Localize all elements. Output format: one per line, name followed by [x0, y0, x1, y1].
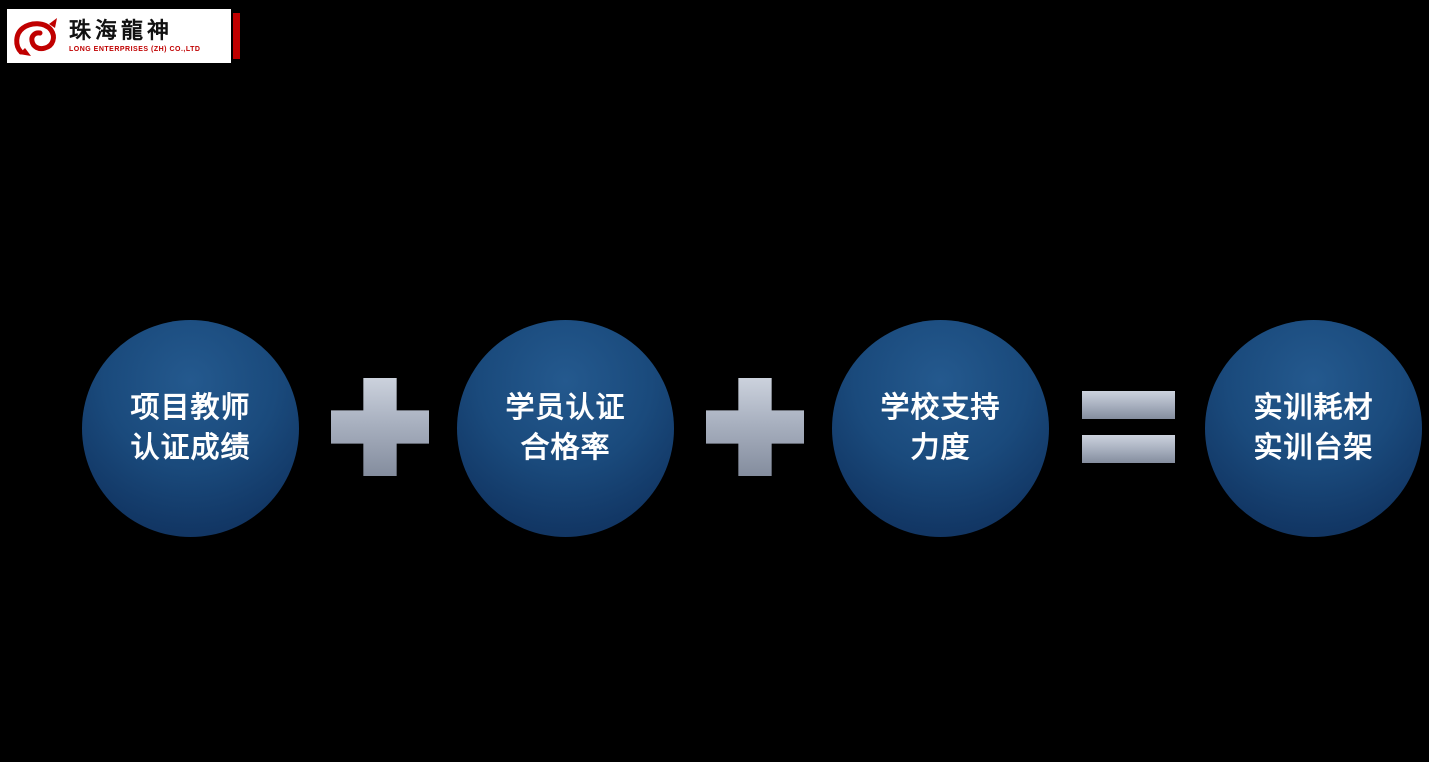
logo-accent-bar — [233, 13, 240, 59]
node-text-line: 学员认证 — [505, 392, 626, 425]
logo-text-column: 珠海龍神 LONG ENTERPRISES (ZH) CO.,LTD — [69, 17, 201, 53]
node-text-line: 合格率 — [520, 431, 611, 464]
node-text-line: 学校支持 — [880, 392, 1001, 425]
node-text-line: 力度 — [910, 431, 971, 464]
node-text-line: 实训耗材 — [1253, 392, 1374, 425]
equals-bar-top — [1082, 391, 1175, 419]
node-text-line: 项目教师 — [130, 392, 251, 425]
plus-icon — [706, 378, 804, 476]
dragon-logo-icon — [14, 18, 57, 56]
company-name-en: LONG ENTERPRISES (ZH) CO.,LTD — [69, 45, 201, 53]
equals-icon — [1082, 391, 1175, 463]
node-text-line: 认证成绩 — [130, 431, 251, 464]
equals-bar-bottom — [1082, 435, 1175, 463]
node-school-support: 学校支持 力度 — [832, 320, 1049, 537]
node-text-line: 实训台架 — [1253, 431, 1374, 464]
node-teacher-certification: 项目教师 认证成绩 — [82, 320, 299, 537]
node-training-materials: 实训耗材 实训台架 — [1205, 320, 1422, 537]
company-logo: 珠海龍神 LONG ENTERPRISES (ZH) CO.,LTD — [7, 9, 231, 63]
plus-icon — [331, 378, 429, 476]
node-student-pass-rate: 学员认证 合格率 — [457, 320, 674, 537]
company-name-cn: 珠海龍神 — [69, 17, 174, 43]
